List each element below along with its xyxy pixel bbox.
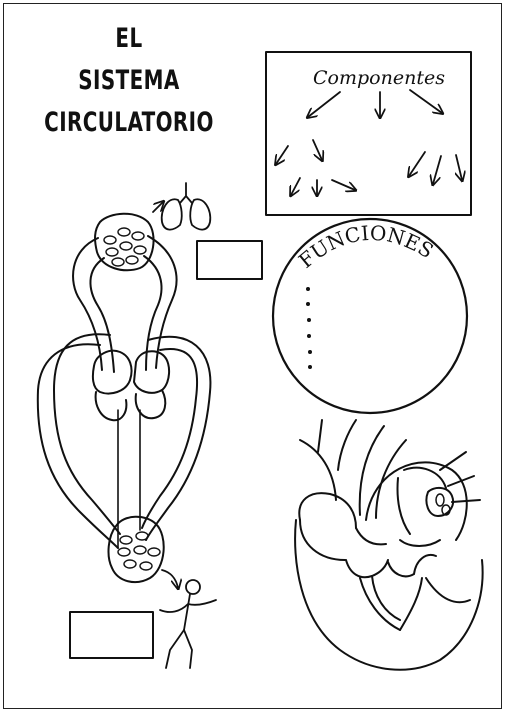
label-box-body[interactable] — [70, 612, 153, 658]
arrow-icon — [276, 90, 462, 195]
functions-bullet-dots — [306, 287, 312, 369]
components-box: Componentes — [266, 52, 471, 215]
functions-heading: FUNCIONES — [294, 221, 438, 273]
person-icon — [160, 580, 216, 668]
circulation-diagram-icon — [38, 214, 211, 588]
label-box-lungs[interactable] — [197, 241, 262, 279]
heart-icon — [295, 420, 483, 670]
functions-circle: FUNCIONES — [273, 219, 467, 413]
lungs-icon — [153, 183, 210, 230]
components-heading: Componentes — [313, 67, 445, 89]
